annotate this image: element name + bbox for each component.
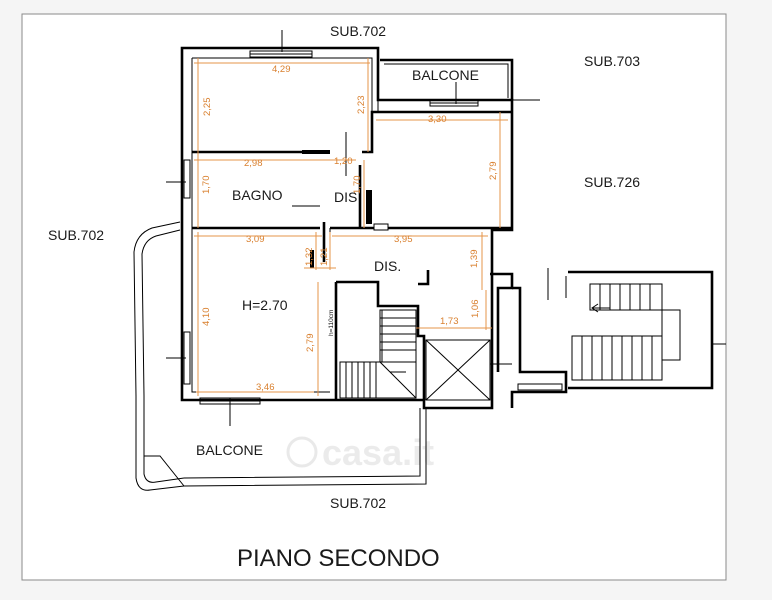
label-balcone-bottom: BALCONE — [196, 442, 263, 458]
watermark-logo-icon — [286, 436, 318, 468]
stairs-internal — [339, 309, 417, 399]
watermark: casa.it — [286, 432, 434, 473]
labels: SUB.702 SUB.703 SUB.726 SUB.702 SUB.702 … — [48, 23, 640, 511]
label-bagno: BAGNO — [232, 187, 283, 203]
label-height: H=2.70 — [242, 297, 288, 313]
watermark-text: casa.it — [322, 432, 434, 473]
plan-title: PIANO SECONDO — [237, 545, 440, 572]
dim-1-39: 1,39 — [469, 250, 480, 269]
label-balcone-top: BALCONE — [412, 67, 479, 83]
label-sub702-bottom: SUB.702 — [330, 495, 386, 511]
balcony-left — [133, 221, 427, 491]
dim-2-79-right: 2,79 — [488, 162, 499, 181]
dim-1-70-mid: 1,70 — [352, 176, 363, 195]
dim-4-10: 4,10 — [201, 308, 212, 327]
dim-2-79-left: 2,79 — [305, 334, 316, 353]
dim-1-20: 1,20 — [334, 156, 353, 167]
dim-1-73: 1,73 — [440, 316, 459, 327]
dim-3-30: 3,30 — [428, 114, 447, 125]
label-sub702-top: SUB.702 — [330, 23, 386, 39]
label-dis-1: DIS — [334, 189, 357, 205]
dim-3-95: 3,95 — [394, 234, 413, 245]
label-sub703: SUB.703 — [584, 53, 640, 69]
elevator-shaft — [425, 339, 512, 401]
dim-1-70-left: 1,70 — [201, 176, 212, 195]
dim-1-21: 1,21 — [319, 248, 330, 267]
label-sub702-left: SUB.702 — [48, 227, 104, 243]
dim-3-46: 3,46 — [256, 382, 275, 393]
dim-1-06: 1,06 — [470, 300, 481, 319]
dim-4-29: 4,29 — [272, 64, 291, 75]
dim-2-25: 2,25 — [202, 98, 213, 117]
label-rail-note: h=110cm — [328, 310, 335, 336]
dim-2-98: 2,98 — [244, 158, 263, 169]
windows — [166, 30, 563, 426]
dim-1-32: 1,32 — [304, 248, 315, 267]
dim-2-23: 2,23 — [356, 96, 367, 115]
paper-sheet — [21, 13, 727, 581]
dimension-values: 4,29 2,25 2,23 3,30 2,79 2,98 1,20 1,70 … — [201, 64, 499, 393]
dim-3-09: 3,09 — [246, 234, 265, 245]
label-sub726: SUB.726 — [584, 174, 640, 190]
label-dis-2: DIS. — [374, 258, 401, 274]
dimension-lines — [194, 58, 508, 396]
stairs-common — [571, 283, 681, 381]
